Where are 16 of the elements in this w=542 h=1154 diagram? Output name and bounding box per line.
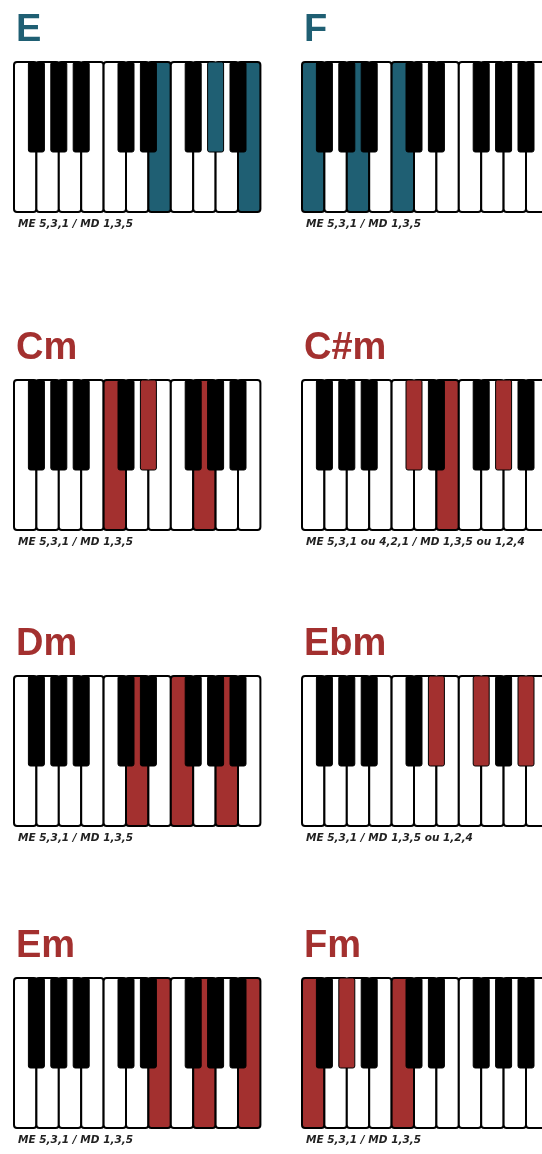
chord-name: Ebm <box>304 622 387 662</box>
chord-name: C#m <box>304 326 387 366</box>
chord-name: Fm <box>304 924 361 964</box>
fingering-note: ME 5,3,1 / MD 1,3,5 <box>306 216 423 230</box>
chord-name: Cm <box>16 326 78 366</box>
fingering-note: ME 5,3,1 / MD 1,3,5 <box>18 1132 135 1146</box>
fingering-note: ME 5,3,1 / MD 1,3,5 <box>18 534 135 548</box>
fingering-note: ME 5,3,1 ou 4,2,1 / MD 1,3,5 ou 1,2,4 <box>306 534 526 548</box>
fingering-note: ME 5,3,1 / MD 1,3,5 <box>18 830 135 844</box>
chord-name: F <box>304 8 328 48</box>
chord-name: E <box>16 8 42 48</box>
fingering-note: ME 5,3,1 / MD 1,3,5 ou 1,2,4 <box>306 830 474 844</box>
chord-name: Dm <box>16 622 78 662</box>
fingering-note: ME 5,3,1 / MD 1,3,5 <box>306 1132 423 1146</box>
chord-name: Em <box>16 924 76 964</box>
fingering-note: ME 5,3,1 / MD 1,3,5 <box>18 216 135 230</box>
